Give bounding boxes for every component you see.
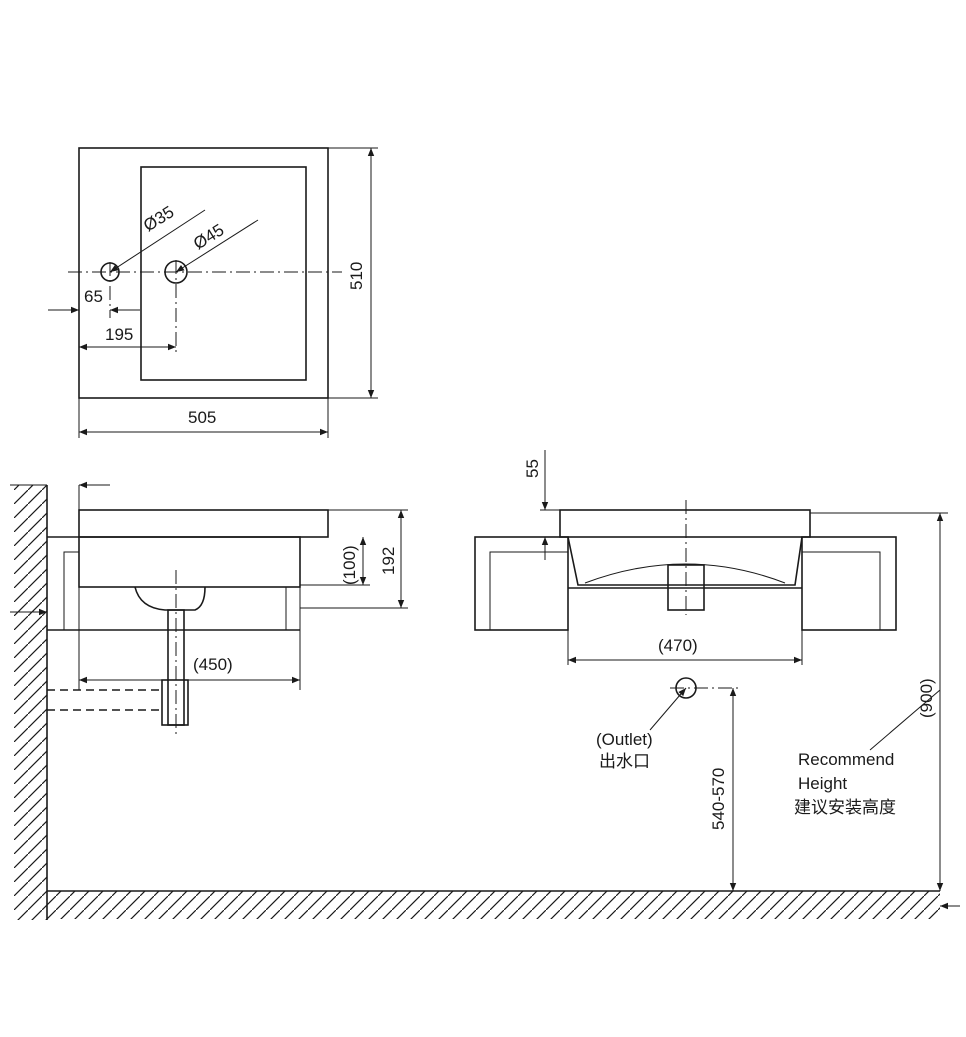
dim-540-570: 540-570 <box>709 768 728 830</box>
outlet-label-en: (Outlet) <box>596 730 653 749</box>
cabinet-right-hatch <box>801 536 897 631</box>
basin-rim <box>78 509 329 538</box>
basin-rim <box>559 509 811 538</box>
outlet-label-cn: 出水口 <box>599 752 650 771</box>
basin-body <box>567 536 803 586</box>
dim-dia45: Ø45 <box>190 220 227 253</box>
recommend-label-1: Recommend <box>798 750 894 769</box>
cabinet-wall-hatch <box>63 551 80 631</box>
dim-dia35: Ø35 <box>140 202 177 235</box>
dim-192: 192 <box>379 547 398 575</box>
dim-55: 55 <box>523 459 542 478</box>
bowl-bottom <box>134 586 206 611</box>
recommend-label-cn: 建议安装高度 <box>794 798 896 817</box>
outlet-leader <box>649 687 687 731</box>
wall-hatch <box>14 485 47 920</box>
side-view: 192 (100) (450) <box>47 481 408 735</box>
bowl-curve <box>584 563 786 584</box>
dim-510: 510 <box>347 262 366 290</box>
leader-dia45 <box>175 219 259 273</box>
tap-hole <box>164 260 188 284</box>
recommend-label-2: Height <box>798 774 847 793</box>
cabinet-wall-hatch <box>285 586 301 631</box>
floor-hatch <box>47 891 940 919</box>
dim-450: (450) <box>193 655 233 674</box>
dim-65: 65 <box>84 287 103 306</box>
front-view: 55 (470) (Outlet) 出水口 540-570 (900) Reco… <box>474 450 948 891</box>
overflow-hole <box>100 262 120 282</box>
basin-outline <box>78 147 329 399</box>
leader-dia35 <box>109 209 206 273</box>
dim-505: 505 <box>188 408 216 427</box>
dim-195: 195 <box>105 325 133 344</box>
top-view: Ø35 Ø45 65 195 505 510 <box>48 147 378 438</box>
cabinet-left-hatch <box>474 536 569 631</box>
dim-100: (100) <box>340 545 359 585</box>
dim-470: (470) <box>658 636 698 655</box>
bowl-outline <box>140 166 307 381</box>
wall-and-floor <box>10 484 960 920</box>
cabinet-left-inner <box>489 551 569 631</box>
dim-900: (900) <box>917 678 936 718</box>
basin-body <box>78 536 301 588</box>
cabinet-right-inner <box>801 551 881 631</box>
leader-900 <box>869 689 941 751</box>
